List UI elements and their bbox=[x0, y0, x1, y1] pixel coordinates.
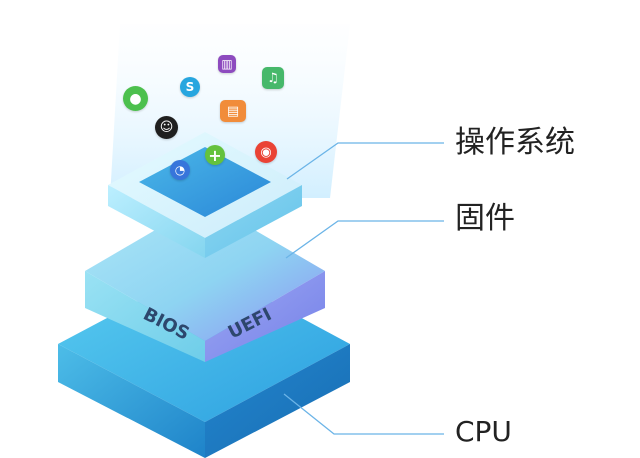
firmware-layer-left-face bbox=[85, 271, 205, 362]
cpu-label-connector bbox=[283, 393, 444, 435]
plus-icon: + bbox=[205, 145, 225, 165]
store-icon: ▤ bbox=[220, 100, 246, 122]
os-layer-left-face bbox=[108, 185, 205, 258]
os-layer-label: 操作系统 bbox=[455, 125, 575, 160]
firmware-layer-right-face bbox=[205, 271, 325, 362]
qq-icon: ☺ bbox=[155, 116, 178, 139]
os-layer-right-face bbox=[205, 185, 302, 258]
firmware-layer-label: 固件 bbox=[455, 201, 515, 236]
cpu-layer-right-face bbox=[205, 344, 350, 458]
music-icon: ♫ bbox=[262, 67, 284, 89]
winrar-icon: ▥ bbox=[218, 55, 236, 73]
cpu-layer-left-face bbox=[58, 344, 205, 458]
wechat-icon: ● bbox=[123, 86, 148, 111]
cpu-layer-label: CPU bbox=[455, 415, 512, 448]
skype-icon: S bbox=[180, 77, 200, 97]
media-icon: ◔ bbox=[170, 160, 190, 180]
firmware-label-connector bbox=[285, 220, 444, 259]
chrome-icon: ◉ bbox=[255, 141, 277, 163]
os-label-connector bbox=[286, 142, 444, 180]
